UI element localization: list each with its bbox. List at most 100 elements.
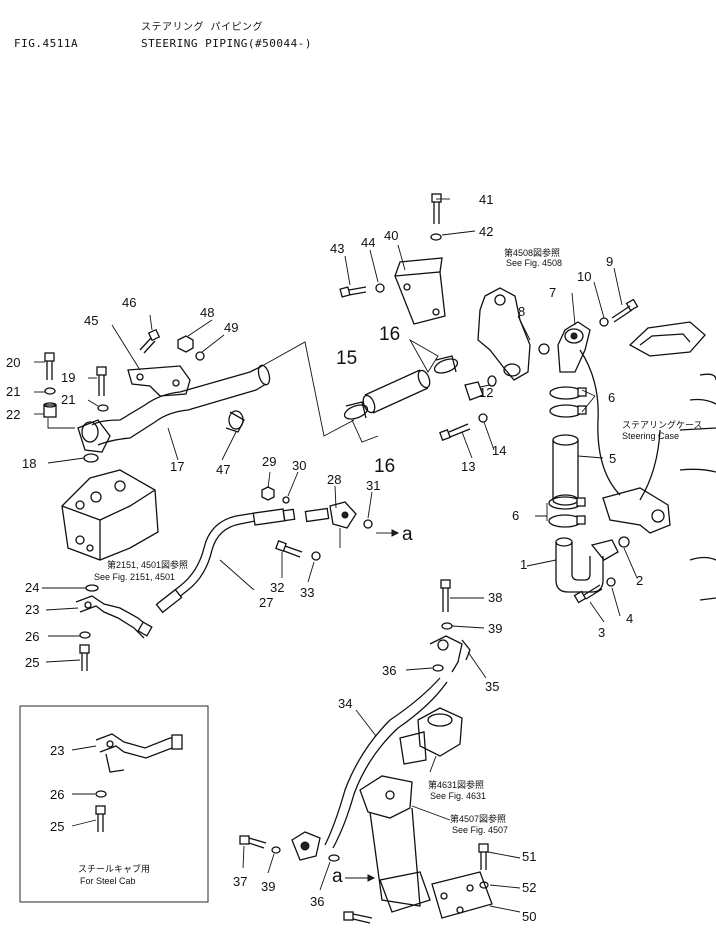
bolt-19: [96, 366, 107, 396]
bracket-40: [394, 257, 446, 325]
fitting-35: [429, 635, 471, 673]
tube-23: [75, 595, 153, 639]
callout-2: 2: [636, 573, 643, 588]
callout-1: 1: [520, 557, 527, 572]
spacer-22: [43, 402, 57, 418]
callout-10: 10: [577, 269, 591, 284]
callout-25: 25: [25, 655, 39, 670]
bolt-32: [275, 540, 303, 558]
ref-4507-jp: 第4507図参照: [450, 813, 506, 824]
fitting-8: [477, 287, 531, 381]
inset-caption-en: For Steel Cab: [80, 876, 136, 886]
callout-5: 5: [609, 451, 616, 466]
valve-4631: [399, 707, 463, 765]
callout-42: 42: [479, 224, 493, 239]
callout-32: 32: [270, 580, 284, 595]
washer-21-left: [44, 387, 56, 395]
callout-7: 7: [549, 285, 556, 300]
callout-22: 22: [6, 407, 20, 422]
washer-30: [282, 496, 290, 504]
pipe-17-link-line: [261, 341, 355, 437]
bolt-29: [261, 486, 275, 501]
arrow-a-lower-head: [367, 874, 376, 882]
clamp-block-14: [464, 381, 484, 401]
callout-41: 41: [479, 192, 493, 207]
callout-47: 47: [216, 462, 230, 477]
callout-16-lower: 16: [374, 456, 395, 477]
fitting-34-end: [291, 831, 321, 861]
callout-39-lower: 39: [261, 879, 275, 894]
callout-34: 34: [338, 696, 352, 711]
clamp-16-lower: [343, 401, 369, 420]
bolt-25: [79, 644, 90, 671]
o-ring-36-upper: [432, 664, 444, 672]
o-ring-18: [83, 453, 99, 463]
part-12: [487, 375, 497, 387]
bolt-37: [239, 835, 267, 849]
hose-clamp-upper: [549, 386, 587, 418]
washer-52: [479, 881, 489, 889]
ref-4508-en: See Fig. 4508: [506, 258, 562, 268]
inset-callout-25: 25: [50, 819, 64, 834]
hose-5: [552, 434, 579, 506]
clamp-16-upper: [433, 355, 459, 374]
callout-19: 19: [61, 370, 75, 385]
washer-42: [430, 233, 442, 241]
callout-3: 3: [598, 625, 605, 640]
hose-clamp-lower: [548, 496, 586, 528]
callout-16-upper: 16: [379, 324, 400, 345]
washer-10: [599, 317, 609, 327]
column-4507: [359, 775, 431, 913]
o-ring-8: [538, 343, 550, 355]
fitting-7: [557, 321, 591, 373]
callout-17: 17: [170, 459, 184, 474]
hose-15: [362, 369, 431, 414]
callout-16-lower-bracket: [351, 419, 379, 443]
washer-4: [606, 577, 616, 587]
callout-14: 14: [492, 443, 506, 458]
fitting-28: [304, 501, 357, 529]
ref-4507-en: See Fig. 4507: [452, 825, 508, 835]
bolt-38: [440, 579, 451, 612]
callout-40: 40: [384, 228, 398, 243]
nut-48: [177, 335, 194, 353]
callout-21-left: 21: [6, 384, 20, 399]
inset-frame: [19, 705, 209, 903]
callout-20: 20: [6, 355, 20, 370]
leader-lines: [34, 198, 638, 913]
figure-id: FIG.4511A: [14, 37, 79, 50]
callout-49: 49: [224, 320, 238, 335]
callout-36-lower: 36: [310, 894, 324, 909]
inset-tube-23: [95, 733, 183, 773]
connector-a-upper: a: [402, 524, 413, 545]
callout-52: 52: [522, 880, 536, 895]
callout-9: 9: [606, 254, 613, 269]
callout-6-lower: 6: [512, 508, 519, 523]
connector-a-lower: a: [332, 866, 343, 887]
callout-43: 43: [330, 241, 344, 256]
inset-bolt-25: [95, 805, 106, 832]
callout-29: 29: [262, 454, 276, 469]
callout-28: 28: [327, 472, 341, 487]
callout-27: 27: [259, 595, 273, 610]
title-japanese: ステアリング パイピング: [141, 22, 264, 33]
steering-case: [579, 321, 716, 601]
bolt-3: [573, 584, 603, 604]
callout-36-upper: 36: [382, 663, 396, 678]
callout-45: 45: [84, 313, 98, 328]
inset-washer-26: [95, 790, 107, 798]
leader-22: [47, 418, 75, 429]
callout-37: 37: [233, 874, 247, 889]
callout-39-upper: 39: [488, 621, 502, 636]
callout-48: 48: [200, 305, 214, 320]
bracket-45: [127, 365, 191, 397]
callout-24: 24: [25, 580, 39, 595]
callout-23: 23: [25, 602, 39, 617]
steering-case-jp: ステアリングケース: [622, 419, 703, 430]
callout-35: 35: [485, 679, 499, 694]
ref-2151-jp: 第2151, 4501図参照: [107, 559, 188, 570]
callout-26: 26: [25, 629, 39, 644]
o-ring-2: [618, 536, 630, 548]
washer-21-right: [97, 404, 109, 412]
